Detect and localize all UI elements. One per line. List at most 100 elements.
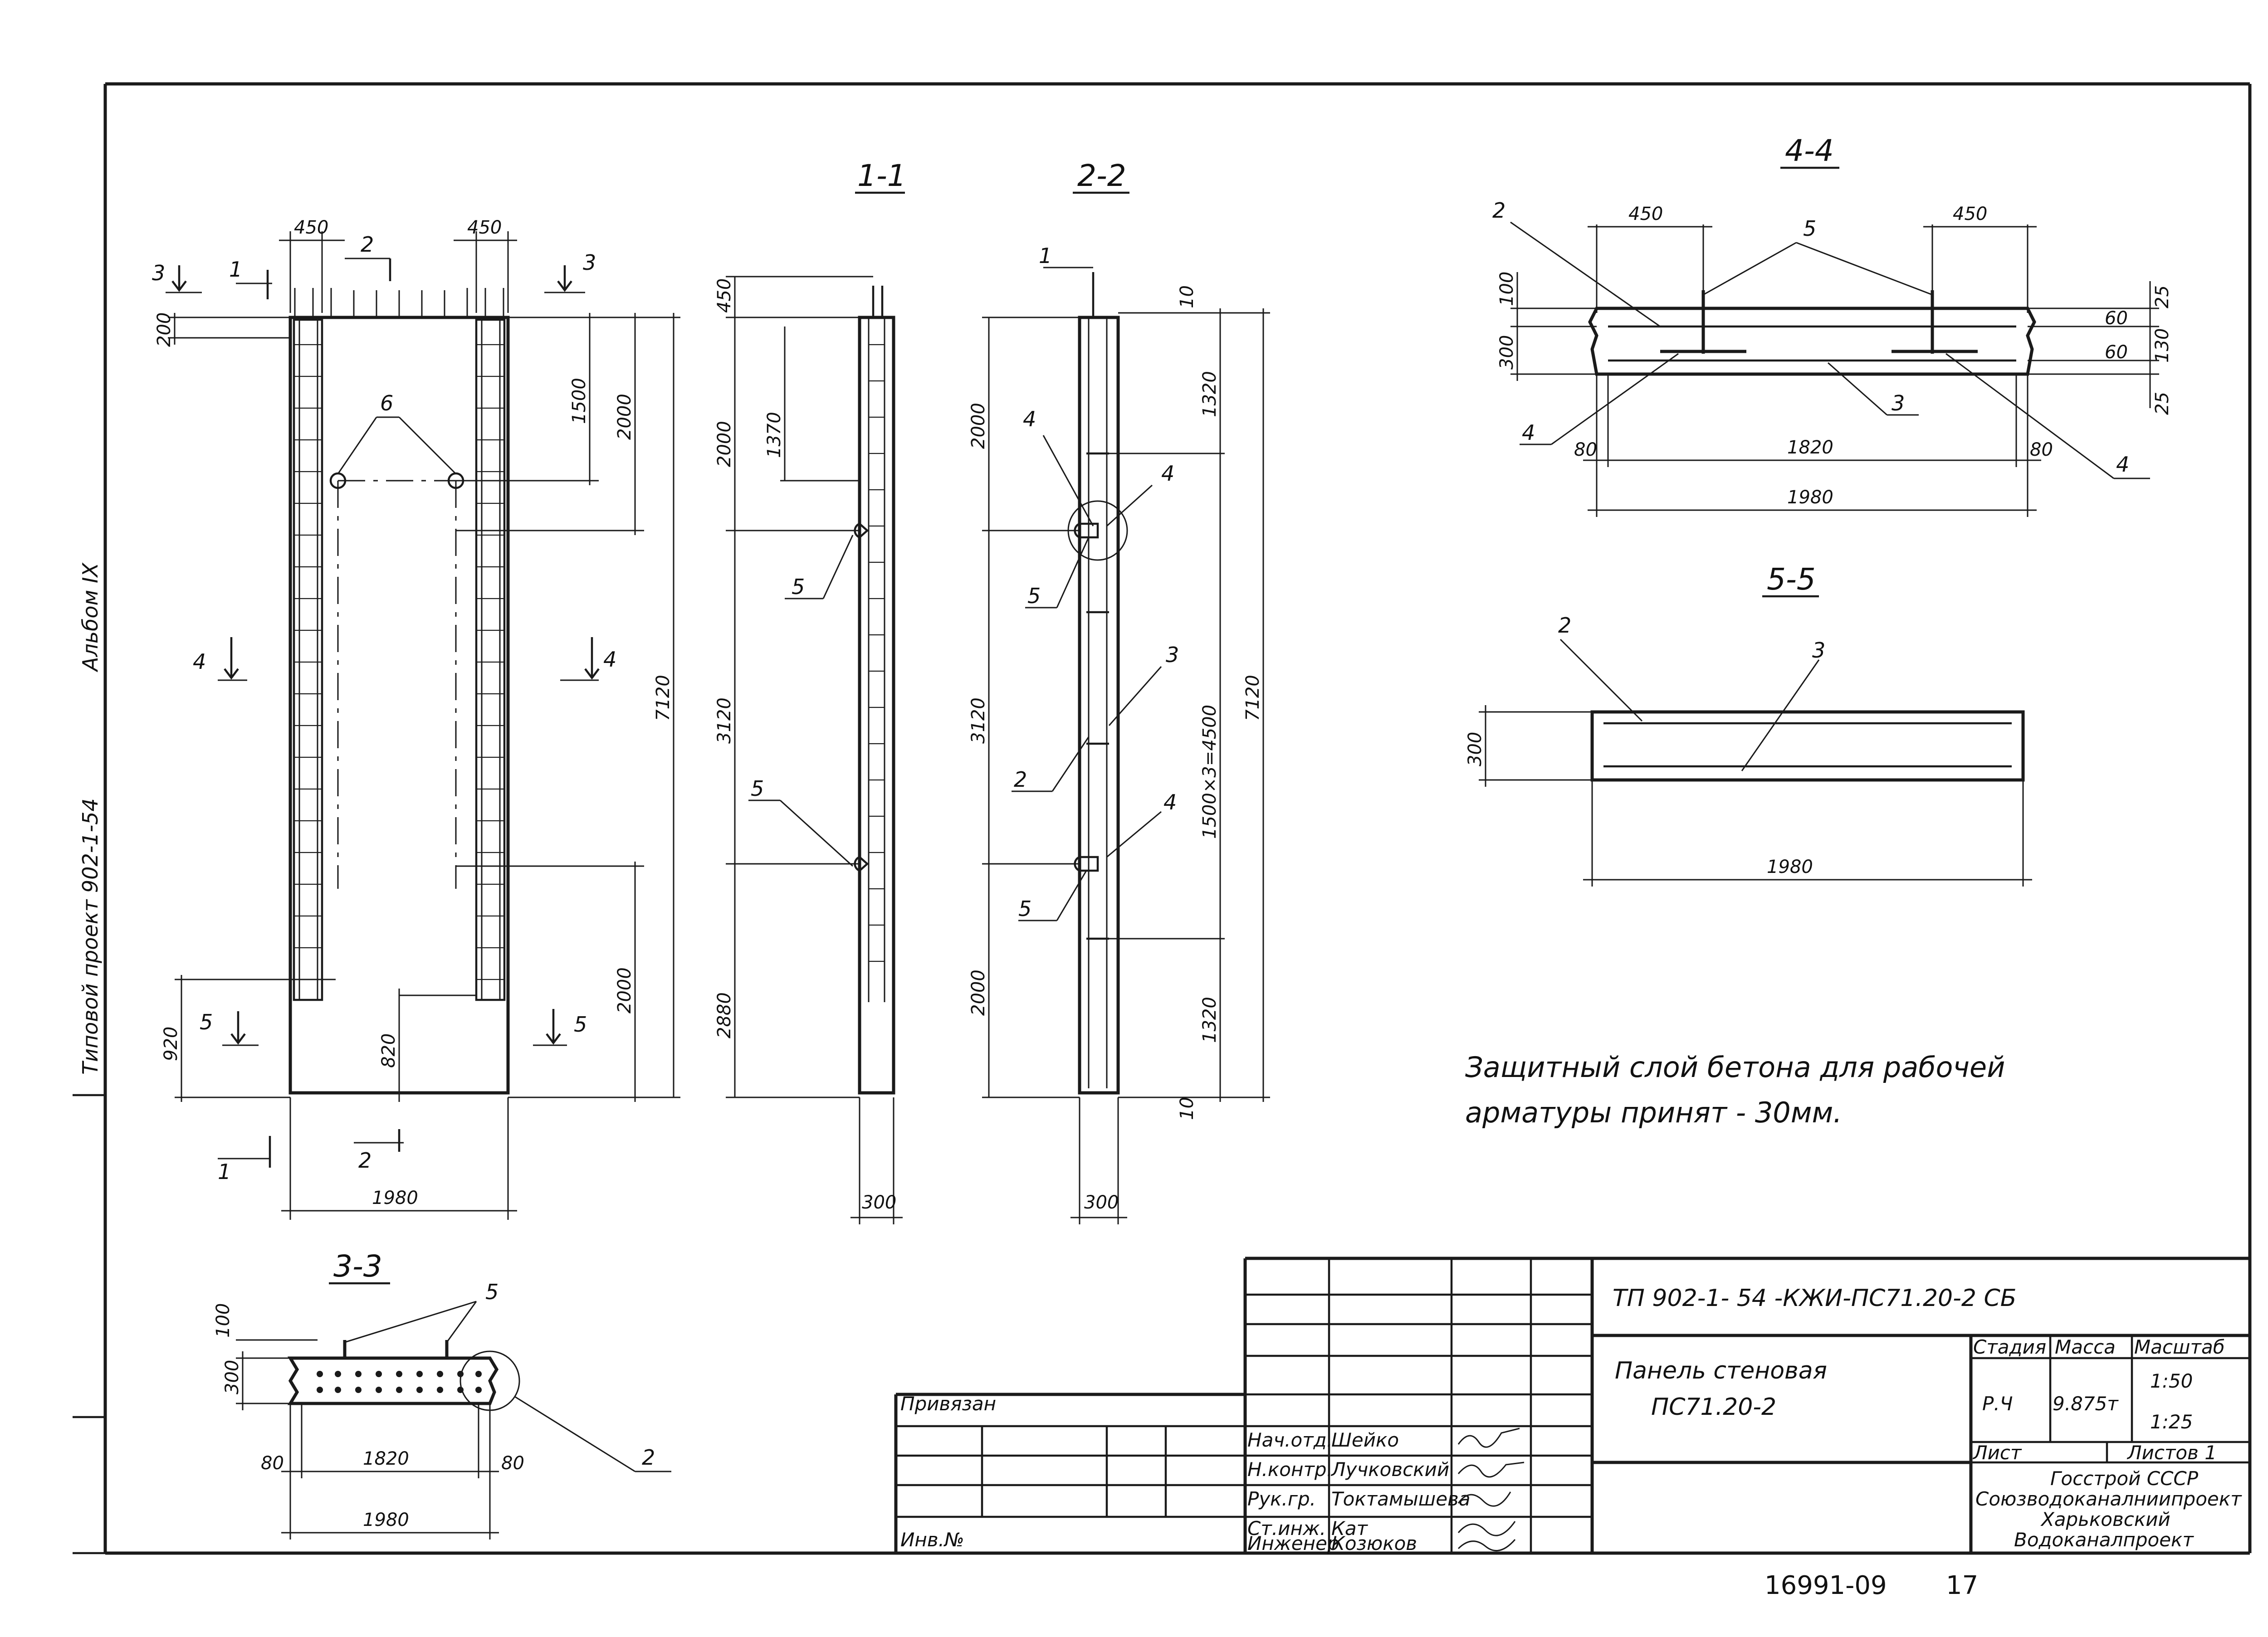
tb-name-2: Токтамышева [1331, 1488, 1471, 1510]
tb-mass: 9.875т [2053, 1393, 2119, 1415]
panel-elevation: 6 450 450 2 3 3 1 200 [152, 217, 680, 1220]
project-label: Типовой проект 902-1-54 [78, 798, 103, 1075]
tb-h-scale: Масштаб [2134, 1336, 2225, 1358]
s22-mark-4b: 4 [1161, 461, 1174, 486]
section-4-4-title: 4-4 [1785, 133, 1834, 168]
tb-sheet: Лист [1972, 1442, 2022, 1464]
elev-dim-7120: 7120 [653, 675, 674, 721]
s44-dim-130: 130 [2152, 328, 2173, 363]
s22-mark-2: 2 [1014, 767, 1027, 792]
s22-dim-10-top: 10 [1177, 285, 1198, 308]
tb-role-4: Инженер [1247, 1532, 1339, 1554]
s22-dim-300: 300 [1084, 1192, 1119, 1213]
section-1-1-title: 1-1 [857, 158, 906, 193]
section-1-1: 1-1 5 5 [714, 158, 906, 1224]
s22-mark-3: 3 [1166, 643, 1179, 667]
s22-dim-2000-bottom: 2000 [968, 970, 989, 1016]
s55-dim-1980: 1980 [1767, 857, 1813, 877]
tb-inv: Инв.№ [900, 1529, 964, 1551]
s44-mark-5: 5 [1803, 216, 1816, 241]
tb-stage: Р.Ч [1982, 1393, 2013, 1415]
note-line-2: арматуры принят - 30мм. [1465, 1096, 1842, 1129]
s44-mark-4-left: 4 [1522, 420, 1535, 445]
s44-dim-450-left: 450 [1628, 204, 1663, 224]
s55-mark-2: 2 [1558, 613, 1571, 638]
s22-dim-2000-top: 2000 [968, 403, 989, 449]
tb-privyazan: Привязан [900, 1393, 996, 1415]
s11-mark-5b: 5 [751, 776, 764, 801]
s44-dim-60-top: 60 [2105, 308, 2128, 329]
signatures [1457, 1428, 1525, 1552]
footer: 16991-09 17 [1765, 1571, 1978, 1600]
section-3-3-title: 3-3 [333, 1249, 382, 1284]
elev-dim-450-right: 450 [467, 217, 502, 238]
section-4-4: 4-4 2 5 4 3 4 450 450 [1492, 133, 2173, 517]
page-number: 17 [1946, 1571, 1978, 1600]
note-line-1: Защитный слой бетона для рабочей [1465, 1051, 2005, 1084]
elev-dim-1980: 1980 [372, 1188, 418, 1208]
tb-org-2: Союзводоканалниипроект [1975, 1488, 2242, 1510]
s22-mark-5a: 5 [1027, 584, 1041, 608]
s44-dim-1820: 1820 [1787, 437, 1833, 458]
tb-role-3: Ст.инж. [1247, 1517, 1326, 1540]
s44-mark-3: 3 [1892, 391, 1905, 415]
s33-mark-2: 2 [642, 1445, 655, 1470]
s44-mark-2: 2 [1492, 198, 1505, 223]
s22-mark-4c: 4 [1163, 790, 1177, 814]
tb-scale-2: 1:25 [2150, 1411, 2193, 1433]
s22-mark-1: 1 [1039, 244, 1052, 268]
tb-name-line1: Панель стеновая [1615, 1357, 1827, 1384]
section-2-2-bars [1086, 452, 1109, 940]
s33-dim-80-left: 80 [261, 1453, 284, 1474]
tb-name-1: Лучковский [1330, 1458, 1449, 1481]
elev-dim-820: 820 [378, 1033, 399, 1068]
elev-mark-6: 6 [380, 391, 393, 415]
s22-dim-4500: 1500×3=4500 [1199, 705, 1220, 839]
s22-dim-1320-top: 1320 [1199, 371, 1220, 417]
elev-dim-1500: 1500 [569, 378, 590, 424]
s44-dim-25-bottom: 25 [2152, 392, 2173, 415]
elev-mark-5-left: 5 [200, 1010, 213, 1034]
elev-mark-1-bottom: 1 [218, 1160, 231, 1184]
tb-doc-code: ТП 902-1- 54 -КЖИ-ПС71.20-2 СБ [1613, 1285, 2016, 1312]
s11-dim-2000: 2000 [714, 421, 735, 467]
s44-dim-450-right: 450 [1953, 204, 1987, 224]
s22-mark-5b: 5 [1018, 896, 1031, 921]
left-cage-ties [294, 344, 322, 980]
section-3-3: 3-3 5 2 300 100 80 [213, 1249, 671, 1540]
s44-dim-80-right: 80 [2030, 439, 2053, 460]
s44-dim-100: 100 [1496, 272, 1517, 306]
s33-mark-5: 5 [485, 1280, 499, 1304]
elev-mark-5-right: 5 [574, 1012, 587, 1037]
general-note: Защитный слой бетона для рабочей арматур… [1465, 1051, 2005, 1129]
s33-dim-100: 100 [213, 1303, 234, 1338]
section-2-2: 2-2 1 4 4 5 2 3 4 5 [968, 158, 1270, 1224]
s44-dim-25-top: 25 [2152, 285, 2173, 308]
s11-dim-3120: 3120 [714, 697, 735, 744]
tb-scale-1: 1:50 [2150, 1370, 2193, 1392]
elev-mark-4-left: 4 [193, 649, 206, 674]
s11-dim-1370: 1370 [764, 412, 785, 458]
s44-dim-300: 300 [1496, 335, 1517, 370]
s22-mark-4a: 4 [1023, 407, 1036, 431]
elev-dim-2000-bottom: 2000 [614, 967, 635, 1013]
s55-dim-300: 300 [1465, 732, 1486, 766]
tb-org-1: Госстрой СССР [2050, 1467, 2199, 1490]
elev-mark-3-right: 3 [583, 250, 596, 275]
section-1-1-ties [869, 344, 885, 962]
elev-mark-4-right: 4 [603, 647, 616, 672]
album-label: Альбом IX [78, 562, 103, 672]
s44-dim-1980: 1980 [1787, 487, 1833, 508]
tb-org-4: Водоканалпроект [2014, 1529, 2194, 1551]
tb-name-0: Шейко [1331, 1429, 1399, 1451]
s11-dim-300: 300 [862, 1192, 896, 1213]
s55-mark-3: 3 [1812, 638, 1825, 663]
tb-org-3: Харьковский [2040, 1508, 2170, 1530]
tb-sheets: Листов 1 [2126, 1442, 2217, 1464]
tb-name-4: Козюков [1331, 1532, 1417, 1554]
elev-dim-2000-top: 2000 [614, 394, 635, 440]
archive-number: 16991-09 [1765, 1571, 1887, 1600]
tb-name-3: Кат [1331, 1517, 1369, 1540]
elev-mark-3-left: 3 [152, 261, 165, 285]
